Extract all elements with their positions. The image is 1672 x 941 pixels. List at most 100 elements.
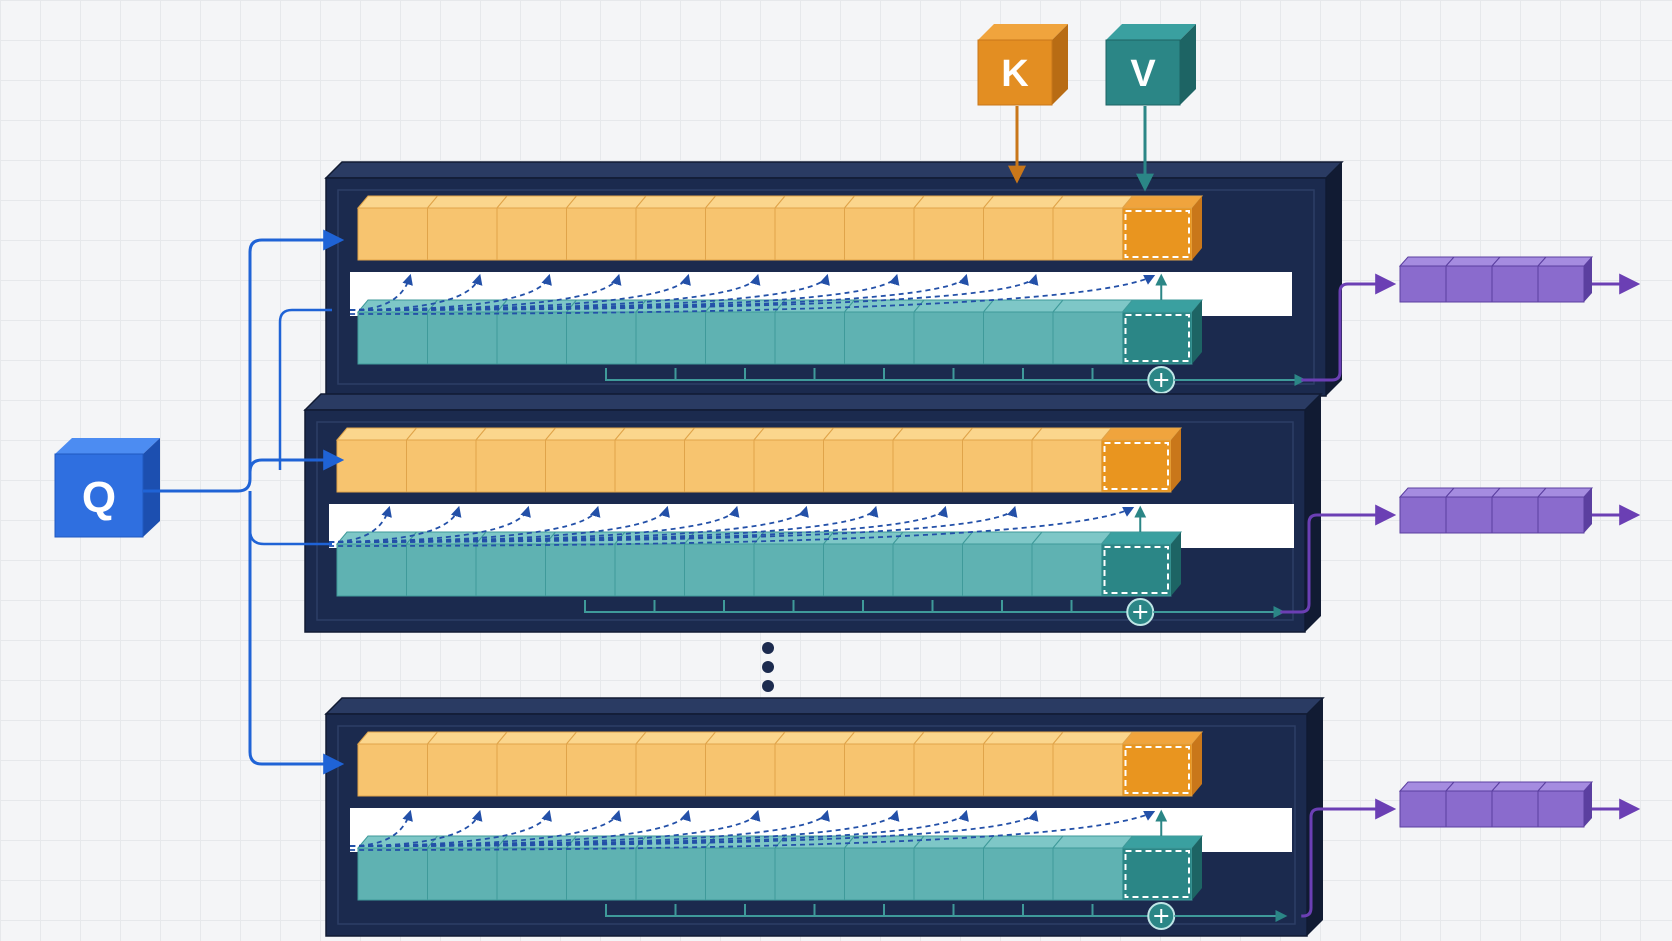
cached-value-cell — [1031, 543, 1102, 597]
output-cell-top — [1536, 256, 1594, 267]
panel-inner-border — [337, 189, 1315, 385]
value-label: V — [1130, 53, 1156, 95]
attention-arrow — [349, 273, 483, 311]
cached-key-cell — [774, 207, 845, 261]
output-cell-top — [1398, 781, 1456, 792]
cached-key-cell — [892, 439, 963, 493]
cached-key-cell — [635, 743, 706, 797]
query-trunk — [143, 478, 252, 493]
key-cell-top — [982, 731, 1065, 745]
cached-value-cell — [705, 847, 776, 901]
query-arrow-layer-2 — [248, 449, 345, 479]
cached-key-cell — [983, 743, 1054, 797]
value-cell-top — [961, 531, 1044, 545]
cached-key-cell — [844, 743, 915, 797]
cached-value-cell — [357, 847, 428, 901]
key-cell-top — [1051, 731, 1134, 745]
cached-value-cell — [913, 311, 984, 365]
value-cell-top — [1121, 299, 1204, 313]
output-cell — [1537, 790, 1585, 828]
output-arrow — [1301, 798, 1397, 918]
key-cell-top — [961, 427, 1044, 441]
output-cell — [1491, 265, 1539, 303]
cache-layer — [303, 393, 1641, 633]
output-cell-top — [1444, 781, 1502, 792]
cached-key-cell — [475, 439, 546, 493]
output-side — [1584, 257, 1592, 302]
new-value-cell — [1122, 311, 1193, 365]
key-cell-top — [843, 731, 926, 745]
attention-arrow — [349, 809, 552, 847]
key-cell-top — [1051, 195, 1134, 209]
attention-arrow — [328, 505, 531, 543]
new-cell-outline — [1103, 546, 1169, 594]
cached-key-cell — [823, 439, 894, 493]
attention-arrow — [328, 505, 462, 543]
key-cell-top — [773, 195, 856, 209]
value-cell-top — [1051, 299, 1134, 313]
key-row-side — [1192, 732, 1202, 796]
ellipsis-dot — [762, 642, 774, 654]
key-cell-top — [426, 195, 509, 209]
cached-key-cell — [336, 439, 407, 493]
key-cell-top — [704, 195, 787, 209]
cached-value-cell — [635, 311, 706, 365]
output-cell-top — [1444, 256, 1502, 267]
attention-arrow — [349, 273, 552, 311]
output-cell — [1491, 790, 1539, 828]
key-row-side — [1171, 428, 1181, 492]
cached-key-cell — [913, 743, 984, 797]
cache-layers — [303, 161, 1641, 937]
key-cell-top — [426, 731, 509, 745]
output-cell-top — [1490, 781, 1548, 792]
new-value-cell — [1122, 847, 1193, 901]
attention-arrow — [349, 273, 1039, 311]
cached-value-cell — [545, 543, 616, 597]
value-cell-top — [773, 835, 856, 849]
key-cell-top — [891, 427, 974, 441]
cached-value-cell — [614, 543, 685, 597]
key-cell-top — [704, 731, 787, 745]
cache-layer — [324, 697, 1641, 937]
output-cell-top — [1490, 487, 1548, 498]
output-arrow — [1280, 504, 1397, 614]
output-cell — [1445, 790, 1493, 828]
value-cell-top — [1051, 835, 1134, 849]
attention-arrow — [349, 809, 622, 847]
cached-value-cell — [913, 847, 984, 901]
panel-side — [1307, 698, 1323, 936]
cached-value-cell — [496, 847, 567, 901]
key-cell-top — [613, 427, 696, 441]
query-label: Q — [82, 473, 116, 522]
output-cell-top — [1536, 487, 1594, 498]
output-cell-top — [1536, 781, 1594, 792]
cached-value-cell — [1052, 847, 1123, 901]
cached-value-cell — [983, 311, 1054, 365]
query-branch-lower — [248, 529, 332, 546]
output-cell — [1445, 496, 1493, 534]
cached-value-cell — [357, 311, 428, 365]
key-cell-top — [1121, 731, 1204, 745]
key-cell-top — [1121, 195, 1204, 209]
ellipsis-dot — [762, 680, 774, 692]
key-cell-top — [912, 195, 995, 209]
value-cell-top — [495, 299, 578, 313]
output-arrow — [1301, 273, 1397, 382]
output-cell — [1491, 496, 1539, 534]
cached-value-cell — [406, 543, 477, 597]
new-key-cell — [1101, 439, 1172, 493]
output-cell-top — [1444, 487, 1502, 498]
cached-key-cell — [844, 207, 915, 261]
cached-value-cell — [774, 311, 845, 365]
panel-top — [303, 393, 1323, 411]
query-arrow-layer-1 — [248, 229, 345, 479]
key-cell-top — [356, 195, 439, 209]
key-cell-top — [495, 731, 578, 745]
key-cell-top — [565, 195, 648, 209]
new-cell-outline — [1124, 210, 1190, 258]
output-side — [1584, 782, 1592, 827]
attention-arrow — [328, 505, 601, 543]
value-row-side — [1171, 532, 1181, 596]
cached-value-cell — [983, 847, 1054, 901]
attention-arrow — [349, 809, 483, 847]
